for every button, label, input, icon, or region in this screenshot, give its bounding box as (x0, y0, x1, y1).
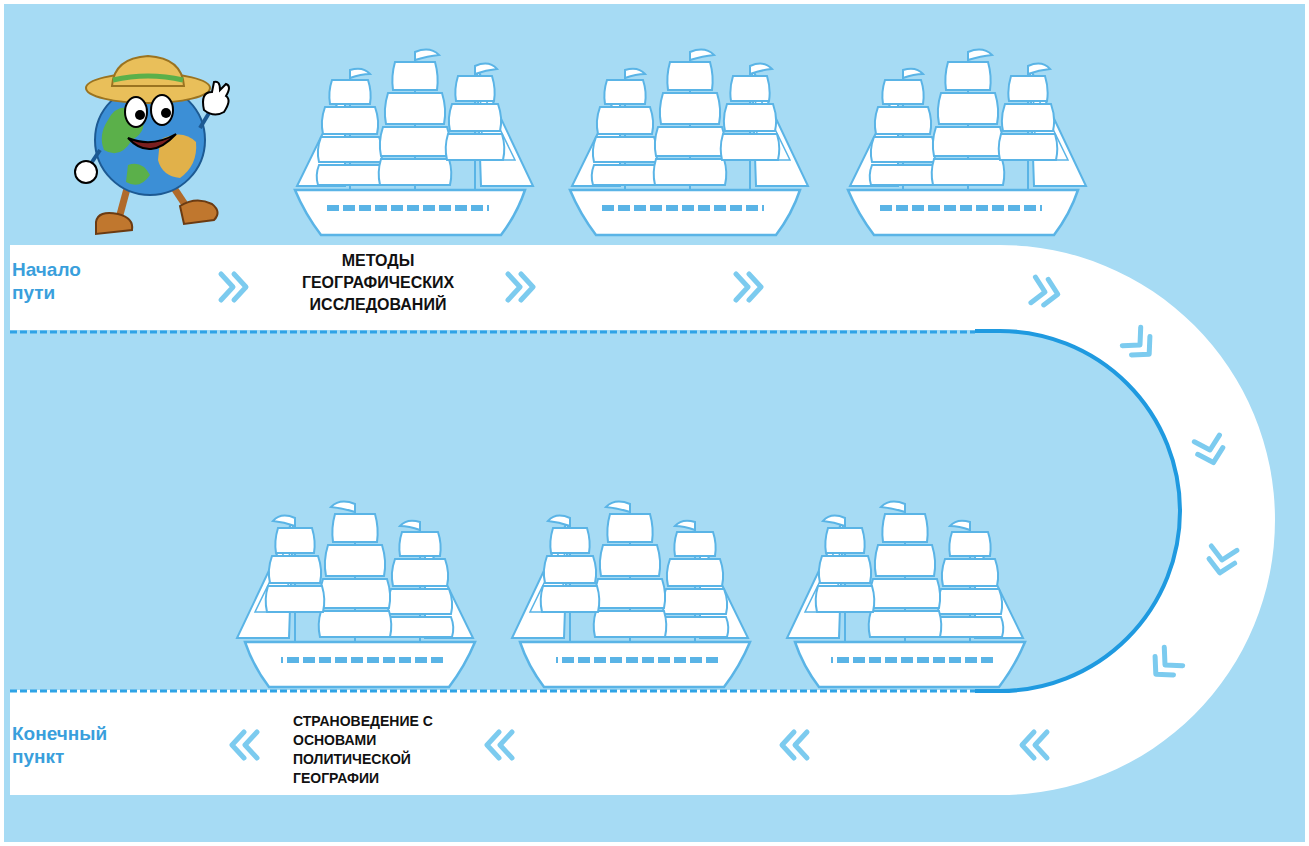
sailing-ship (295, 50, 533, 235)
chevron (487, 732, 512, 758)
pupil (135, 110, 145, 120)
boot (96, 213, 132, 234)
sailing-ship (237, 502, 475, 687)
sailing-ship (848, 50, 1086, 235)
glove (203, 82, 229, 115)
boot (180, 200, 218, 224)
finish-label: Конечный пункт (12, 722, 124, 768)
globe-character (75, 56, 229, 234)
hat-crown (112, 56, 184, 86)
hat-brim (86, 73, 210, 103)
route-road (10, 245, 1275, 795)
smile (128, 134, 176, 149)
chevron (508, 274, 533, 300)
direction-chevrons (221, 274, 1237, 758)
chevron (782, 732, 807, 758)
chevron (1022, 732, 1047, 758)
chevron (736, 274, 761, 300)
hat-band (113, 76, 183, 80)
wave-line (10, 331, 975, 334)
start-label: Начало пути (12, 258, 107, 304)
sailing-ship (512, 502, 750, 687)
glove (75, 161, 97, 183)
chevron (1207, 546, 1237, 575)
chevron (1194, 435, 1226, 466)
sailing-ship (787, 502, 1025, 687)
pupil (161, 108, 171, 118)
chevron (1122, 327, 1158, 363)
stage-name: МЕТОДЫ ГЕОГРАФИЧЕСКИХ ИССЛЕДОВАНИЙ (278, 250, 478, 316)
stage-name: СТРАНОВЕДЕНИЕ С ОСНОВАМИ ПОЛИТИЧЕСКОЙ ГЕ… (293, 712, 443, 788)
chevron (1031, 277, 1060, 307)
chevron (1147, 647, 1183, 683)
chevron (232, 732, 257, 758)
wave-line (10, 690, 975, 693)
sea-background (4, 4, 1305, 842)
eye (125, 97, 147, 127)
eye (151, 95, 173, 125)
sailing-ship (570, 50, 808, 235)
chevron (221, 274, 246, 300)
land (126, 164, 150, 185)
